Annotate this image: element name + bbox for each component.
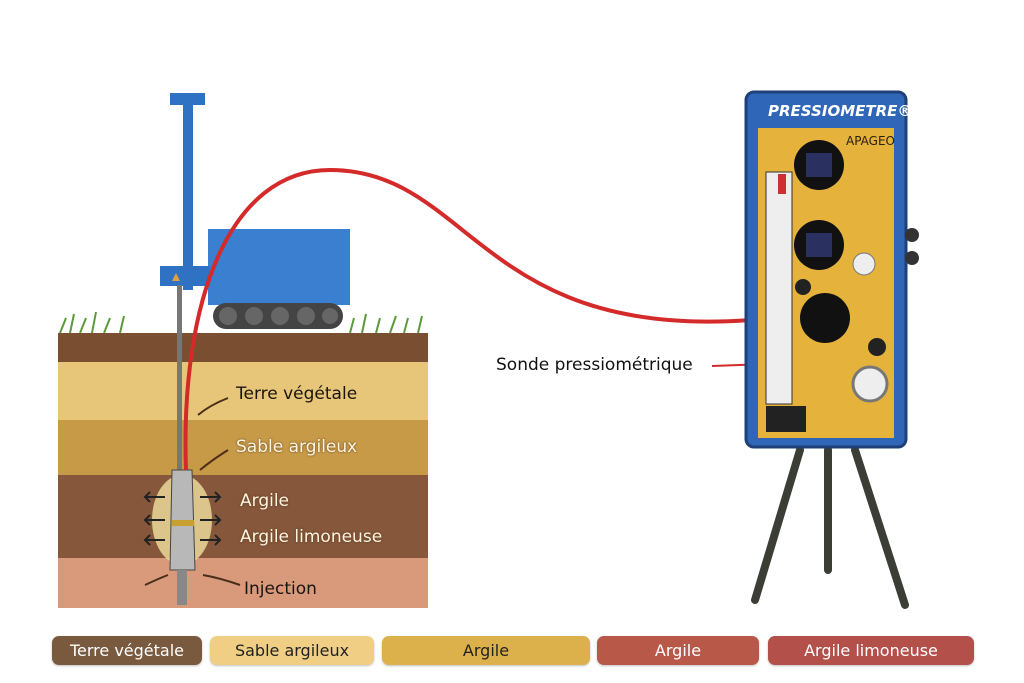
legend-chip-terre-vegetale: Terre végétale [52,636,202,665]
drill-rig [160,93,350,485]
probe-callout-label: Sonde pressiométrique [496,355,693,375]
pressuremeter-unit [744,90,919,449]
soil-label-injection: Injection [244,579,317,599]
soil-label-argile: Argile [240,491,290,511]
legend-chip-sable-argileux: Sable argileux [210,636,374,665]
label-pointers [144,397,241,586]
soil-label-argile-limoneuse: Argile limoneuse [240,527,383,547]
tripod [751,446,909,609]
device-brand-label: PRESSIOMETRE® [768,102,913,120]
device-maker-label: APAGEO [846,134,896,148]
legend-chip-argile-red: Argile [597,636,759,665]
soil-label-sable-argileux: Sable argileux [236,437,358,457]
legend-chip-argile-ochre: Argile [382,636,590,665]
pressure-cable [183,167,751,471]
pressuremeter-probe-icon [143,469,222,605]
legend-chip-argile-limoneuse: Argile limoneuse [768,636,974,665]
soil-label-terre-vegetale: Terre végétale [236,384,358,404]
grass [59,311,423,334]
soil-cross-section [58,333,428,608]
